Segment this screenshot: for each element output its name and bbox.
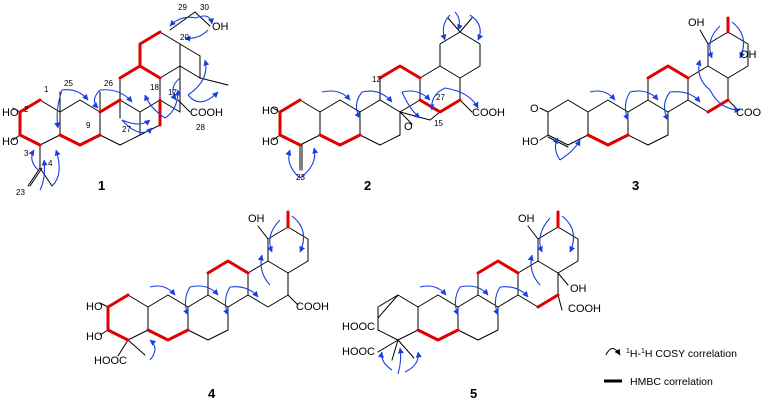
compound-1-atom-25: 25 [64, 79, 73, 88]
compound-4-structure: HO HO HOOC COOH OH 4 [86, 210, 329, 401]
compound-1-atom-4: 4 [48, 159, 53, 168]
compound-1-labels: HO HO COOH OH 1 2 3 4 9 17 18 20 23 25 2… [2, 3, 229, 197]
compound-5-oh-1: OH [518, 213, 535, 225]
compound-3-structure: O HO COOH OH OH 3 [522, 16, 761, 193]
legend-cosy-text: 1H-1H COSY correlation [626, 348, 737, 360]
compound-4-oh: OH [248, 213, 265, 225]
compound-2-atom-27: 27 [436, 93, 445, 102]
compound-2-ho-2: HO [262, 105, 279, 117]
compound-1-atom-20: 20 [180, 33, 189, 42]
compound-5-hooc-1: HOOC [342, 321, 375, 333]
compound-5-oh-2: OH [570, 283, 587, 295]
compound-1-oh: OH [212, 21, 229, 33]
compound-3-id: 3 [632, 178, 639, 193]
compound-5-bonds [377, 211, 579, 361]
compound-5-cosy-bonds [416, 210, 560, 342]
compound-1-atom-26: 26 [104, 79, 113, 88]
compound-5-hmbc-arrows [377, 215, 576, 375]
compound-2-id: 2 [364, 178, 371, 193]
compound-1-atom-2: 2 [24, 105, 29, 114]
compound-1-atom-30: 30 [200, 3, 209, 12]
compound-1-atom-3: 3 [24, 149, 29, 158]
legend: 1H-1H COSY correlation HMBC correlation [604, 348, 737, 388]
compound-1-cosy-bonds [18, 30, 162, 147]
compound-1-atom-9: 9 [86, 121, 91, 130]
compound-4-ho-1: HO [86, 301, 103, 313]
compound-2-structure: HO HO COOH O 12 15 23 27 2 [262, 11, 505, 193]
compound-1-atom-1: 1 [44, 85, 49, 94]
compound-2-cosy-bonds [278, 64, 462, 147]
compound-3-cosy-bonds [586, 16, 730, 147]
compound-3-hmbc-arrows [552, 21, 746, 161]
compound-2-o: O [404, 121, 413, 133]
compound-3-bonds [539, 17, 749, 148]
compound-1-atom-18: 18 [150, 83, 159, 92]
compound-1-ho-2: HO [2, 107, 19, 119]
legend-hmbc-text: HMBC correlation [630, 376, 713, 388]
compound-2-labels: HO HO COOH O 12 15 23 27 [262, 75, 505, 182]
compound-5-id: 5 [470, 386, 477, 401]
compound-1-bonds [12, 11, 229, 187]
compound-1-atom-28: 28 [196, 123, 205, 132]
compound-2-ho-3: HO [262, 136, 279, 148]
legend-cosy-arrow-icon [605, 348, 621, 356]
compound-5-labels: HOOC HOOC COOH OH OH [342, 213, 601, 358]
compound-3-cooh: COOH [736, 107, 761, 119]
compound-1-atom-17: 17 [168, 88, 177, 97]
compound-1-ho-3: HO [2, 136, 19, 148]
compound-1-atom-29: 29 [178, 3, 187, 12]
compound-3-o: O [530, 103, 539, 115]
compound-3-labels: O HO COOH OH OH [522, 17, 761, 148]
compound-2-atom-12: 12 [372, 75, 381, 84]
compound-3-oh-2: OH [740, 49, 757, 61]
compound-2-atom-15: 15 [434, 119, 443, 128]
compound-5-cooh: COOH [568, 303, 601, 315]
compound-3-oh-1: OH [688, 17, 705, 29]
compound-1-cooh: COOH [190, 107, 223, 119]
compound-2-atom-23: 23 [296, 173, 305, 182]
compound-4-hooc: HOOC [94, 355, 127, 367]
compound-1-id: 1 [98, 178, 105, 193]
compound-4-labels: HO HO HOOC COOH OH [86, 213, 329, 367]
compound-5-structure: HOOC HOOC COOH OH OH 5 [342, 210, 601, 401]
compound-4-cosy-bonds [106, 210, 290, 342]
compound-1-hmbc-arrows [28, 15, 219, 191]
compound-4-hmbc-arrows [149, 215, 306, 361]
compound-2-hmbc-arrows [285, 11, 484, 179]
compound-3-ho: HO [522, 136, 539, 148]
compound-4-bonds [99, 211, 309, 357]
compound-1-atom-23: 23 [16, 188, 25, 197]
compound-1-atom-27: 27 [122, 125, 131, 134]
compound-1-structure: HO HO COOH OH 1 2 3 4 9 17 18 20 23 25 2… [2, 3, 229, 197]
compound-4-cooh: COOH [296, 301, 329, 313]
compound-5-hooc-2: HOOC [342, 346, 375, 358]
compound-4-ho-2: HO [86, 331, 103, 343]
compound-4-id: 4 [208, 386, 216, 401]
compound-2-bonds [272, 17, 481, 171]
compound-2-cooh: COOH [472, 107, 505, 119]
